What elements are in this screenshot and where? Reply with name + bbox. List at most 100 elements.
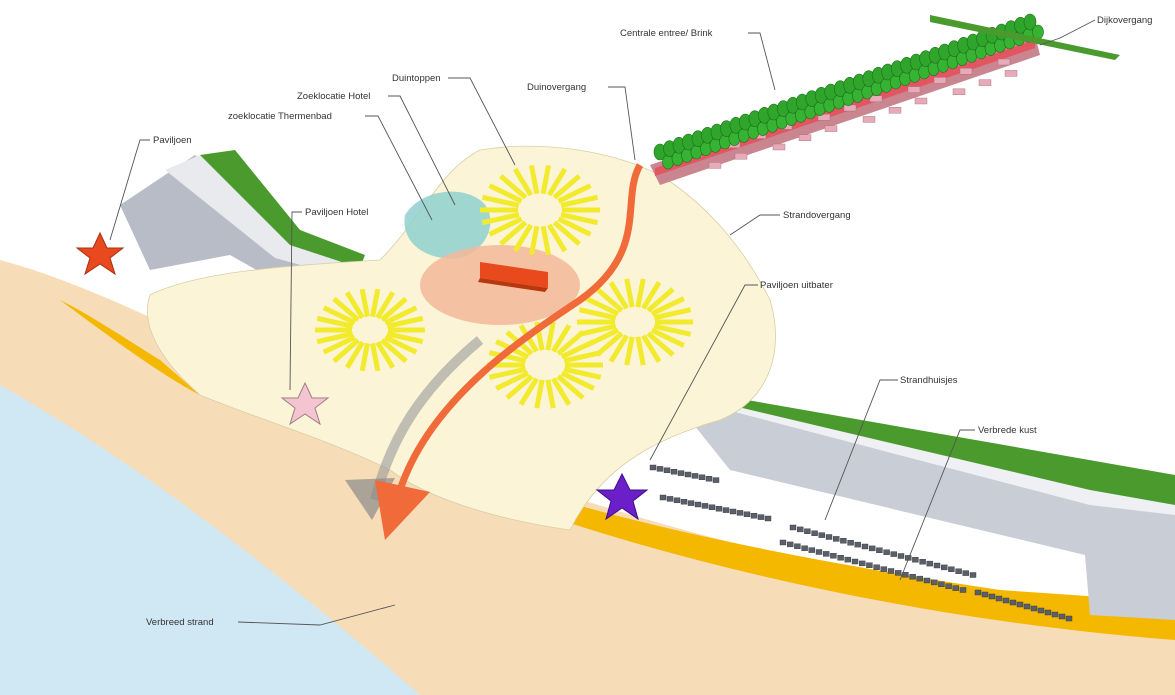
beach-hut bbox=[833, 536, 839, 541]
beach-hut bbox=[816, 550, 822, 555]
beach-hut bbox=[956, 569, 962, 574]
beach-hut bbox=[917, 576, 923, 581]
beach-hut bbox=[855, 542, 861, 547]
beach-hut bbox=[1066, 616, 1072, 621]
beach-hut bbox=[881, 567, 887, 572]
beach-hut bbox=[744, 512, 750, 517]
beach-hut bbox=[898, 554, 904, 559]
beach-hut bbox=[1038, 608, 1044, 613]
beach-hut bbox=[751, 513, 757, 518]
beach-hut bbox=[912, 557, 918, 562]
beach-hut bbox=[876, 548, 882, 553]
beach-hut bbox=[938, 582, 944, 587]
label-verbreed-strand: Verbreed strand bbox=[146, 617, 214, 628]
beach-hut bbox=[812, 531, 818, 536]
house bbox=[979, 80, 991, 86]
house bbox=[889, 107, 901, 113]
label-duinovergang: Duinovergang bbox=[527, 82, 586, 93]
beach-hut bbox=[1052, 612, 1058, 617]
house bbox=[1005, 70, 1017, 76]
label-strandovergang: Strandovergang bbox=[783, 210, 851, 221]
beach-hut bbox=[737, 510, 743, 515]
beach-hut bbox=[970, 573, 976, 578]
beach-hut bbox=[804, 529, 810, 534]
beach-hut bbox=[866, 563, 872, 568]
beach-hut bbox=[982, 592, 988, 597]
beach-hut bbox=[934, 563, 940, 568]
beach-hut bbox=[953, 586, 959, 591]
beach-hut bbox=[840, 538, 846, 543]
beach-hut bbox=[688, 501, 694, 506]
tree-lane bbox=[654, 14, 1044, 169]
beach-hut bbox=[862, 544, 868, 549]
house bbox=[773, 144, 785, 150]
beach-hut bbox=[685, 472, 691, 477]
beach-hut bbox=[1017, 602, 1023, 607]
beach-hut bbox=[888, 569, 894, 574]
label-duintoppen: Duintoppen bbox=[392, 73, 441, 84]
beach-hut bbox=[671, 469, 677, 474]
label-strandhuisjes: Strandhuisjes bbox=[900, 375, 958, 386]
beach-hut bbox=[699, 475, 705, 480]
beach-hut bbox=[830, 553, 836, 558]
beach-hut bbox=[692, 473, 698, 478]
beach-hut bbox=[960, 588, 966, 593]
house bbox=[825, 126, 837, 132]
beach-hut bbox=[927, 561, 933, 566]
beach-hut bbox=[797, 527, 803, 532]
beach-hut bbox=[963, 571, 969, 576]
beach-hut bbox=[706, 476, 712, 481]
beach-hut bbox=[948, 567, 954, 572]
pavilion-orange bbox=[77, 233, 123, 274]
beach-hut bbox=[920, 559, 926, 564]
label-paviljoen-uitbater: Paviljoen uitbater bbox=[760, 280, 833, 291]
beach-hut bbox=[852, 559, 858, 564]
beach-hut bbox=[902, 572, 908, 577]
beach-hut bbox=[650, 465, 656, 470]
beach-hut bbox=[931, 580, 937, 585]
beach-hut bbox=[946, 584, 952, 589]
beach-hut bbox=[838, 555, 844, 560]
beach-hut bbox=[1024, 604, 1030, 609]
beach-hut bbox=[941, 565, 947, 570]
label-paviljoen: Paviljoen bbox=[153, 135, 192, 146]
beach-hut bbox=[809, 548, 815, 553]
beach-hut bbox=[1031, 606, 1037, 611]
beach-hut bbox=[674, 498, 680, 503]
beach-hut bbox=[910, 574, 916, 579]
beach-hut bbox=[790, 525, 796, 530]
beach-hut bbox=[975, 590, 981, 595]
house bbox=[953, 89, 965, 95]
beach-hut bbox=[819, 533, 825, 538]
beach-hut bbox=[794, 544, 800, 549]
house bbox=[735, 153, 747, 159]
house bbox=[908, 87, 920, 93]
house bbox=[934, 77, 946, 83]
beach-hut bbox=[891, 552, 897, 557]
label-dijkovergang: Dijkovergang bbox=[1097, 15, 1152, 26]
beach-hut bbox=[996, 596, 1002, 601]
beach-hut bbox=[713, 478, 719, 483]
beach-hut bbox=[765, 516, 771, 521]
house bbox=[844, 105, 856, 111]
house bbox=[960, 68, 972, 74]
beach-hut bbox=[989, 594, 995, 599]
tree bbox=[1033, 25, 1044, 39]
label-centrale-entree: Centrale entree/ Brink bbox=[620, 28, 713, 39]
house bbox=[863, 116, 875, 122]
beach-hut bbox=[1059, 614, 1065, 619]
beach-hut bbox=[758, 515, 764, 520]
beach-hut bbox=[1010, 600, 1016, 605]
house bbox=[799, 135, 811, 141]
house bbox=[870, 96, 882, 102]
beach-hut bbox=[678, 471, 684, 476]
beach-hut bbox=[695, 502, 701, 507]
beach-hut bbox=[730, 509, 736, 514]
beach-hut bbox=[895, 570, 901, 575]
beach-hut bbox=[1003, 598, 1009, 603]
label-zoeklocatie-thermenbad: zoeklocatie Thermenbad bbox=[228, 111, 332, 122]
beach-hut bbox=[723, 508, 729, 513]
beach-hut bbox=[660, 495, 666, 500]
